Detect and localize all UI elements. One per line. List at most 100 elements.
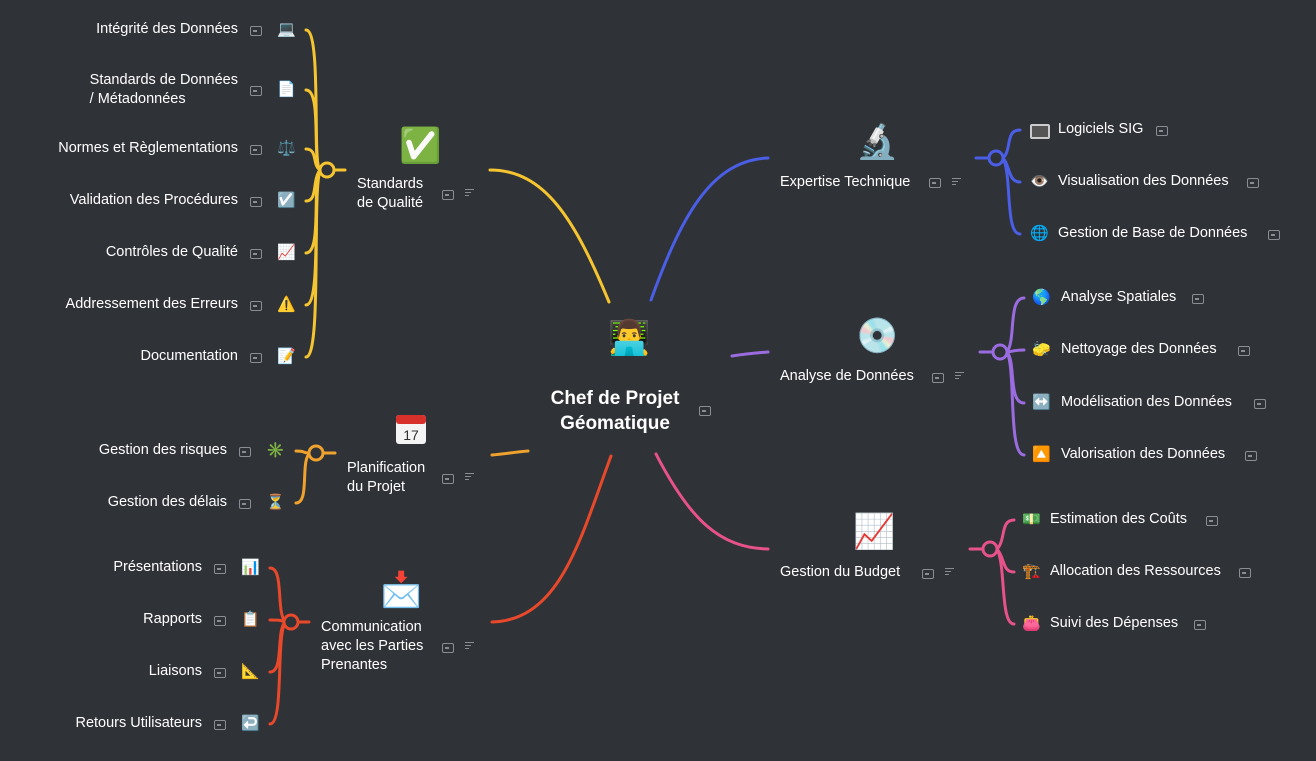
child-integrite[interactable]: Intégrité des Données xyxy=(96,21,238,37)
purse-icon: 👛 xyxy=(1022,615,1041,632)
standards-node[interactable]: Standards de Qualité xyxy=(357,175,423,213)
child-retours[interactable]: Retours Utilisateurs xyxy=(75,715,202,731)
image-icon[interactable] xyxy=(1194,620,1206,630)
image-icon[interactable] xyxy=(1238,346,1250,356)
dollar-icon: 💵 xyxy=(1022,511,1041,528)
image-icon[interactable] xyxy=(922,569,934,579)
child-documentation[interactable]: Documentation xyxy=(140,348,238,364)
compass-icon: 📐 xyxy=(241,663,260,680)
child-rapports[interactable]: Rapports xyxy=(143,611,202,627)
checkbox-icon: ☑️ xyxy=(277,192,296,209)
child-logiciels[interactable]: Logiciels SIG xyxy=(1058,121,1144,137)
communication-label-line3: Prenantes xyxy=(321,657,388,673)
scales-icon: ⚖️ xyxy=(277,140,296,157)
planification-label-line1: Planification xyxy=(347,460,426,476)
communication-junction xyxy=(282,613,300,631)
child-normes[interactable]: Normes et Règlementations xyxy=(58,140,238,156)
microscope-icon: 🔬 xyxy=(856,123,899,161)
notes-icon[interactable] xyxy=(465,473,474,481)
image-icon[interactable] xyxy=(250,197,262,207)
image-icon[interactable] xyxy=(1239,568,1251,578)
image-icon[interactable] xyxy=(932,373,944,383)
child-presentations[interactable]: Présentations xyxy=(113,559,202,575)
image-icon[interactable] xyxy=(250,145,262,155)
image-icon[interactable] xyxy=(250,353,262,363)
image-icon[interactable] xyxy=(699,406,711,416)
image-icon[interactable] xyxy=(1268,230,1280,240)
link-center-expertise xyxy=(649,156,770,302)
image-icon[interactable] xyxy=(1247,178,1259,188)
communication-node[interactable]: Communication avec les Parties Prenantes xyxy=(321,618,423,675)
expertise-node[interactable]: Expertise Technique xyxy=(780,174,911,190)
image-icon[interactable] xyxy=(1156,126,1168,136)
envelope-icon: 📩 xyxy=(380,571,423,609)
chart-increasing-icon: 📈 xyxy=(853,513,896,551)
planification-node[interactable]: Planification du Projet xyxy=(347,459,425,497)
bar-chart-icon: 📊 xyxy=(241,559,260,576)
child-risques[interactable]: Gestion des risques xyxy=(98,442,227,458)
notes-icon[interactable] xyxy=(952,178,961,186)
child-estimation[interactable]: Estimation des Coûts xyxy=(1050,511,1188,527)
image-icon[interactable] xyxy=(929,178,941,188)
man-technologist-icon: 👨‍💻 xyxy=(608,319,651,357)
soap-icon: 🧽 xyxy=(1032,341,1051,358)
child-validation[interactable]: Validation des Procédures xyxy=(69,192,238,208)
left-right-arrow-icon: ↔️ xyxy=(1032,394,1051,411)
child-base-donnees[interactable]: Gestion de Base de Données xyxy=(1058,225,1248,241)
image-icon[interactable] xyxy=(214,616,226,626)
image-icon[interactable] xyxy=(1254,399,1266,409)
image-icon[interactable] xyxy=(214,720,226,730)
eye-icon: 👁️ xyxy=(1030,173,1049,190)
child-allocation[interactable]: Allocation des Ressources xyxy=(1050,563,1221,579)
link-center-standards xyxy=(488,168,611,304)
child-visualisation[interactable]: Visualisation des Données xyxy=(1058,173,1229,189)
central-topic-line2: Géomatique xyxy=(560,413,670,434)
image-icon[interactable] xyxy=(442,474,454,484)
chart-icon: 📈 xyxy=(277,244,296,261)
child-valorisation[interactable]: Valorisation des Données xyxy=(1061,446,1226,462)
link-center-budget xyxy=(654,452,770,551)
child-standards-donnees[interactable]: Standards de Données / Métadonnées xyxy=(90,71,238,109)
child-addressement[interactable]: Addressement des Erreurs xyxy=(65,296,238,312)
image-icon[interactable] xyxy=(1206,516,1218,526)
child-nettoyage[interactable]: Nettoyage des Données xyxy=(1061,341,1217,357)
image-icon[interactable] xyxy=(1192,294,1204,304)
budget-junction xyxy=(981,540,999,558)
child-delais[interactable]: Gestion des délais xyxy=(107,494,227,510)
image-icon[interactable] xyxy=(250,249,262,259)
notes-icon[interactable] xyxy=(945,568,954,576)
clipboard-icon: 📋 xyxy=(241,611,260,628)
memo-icon: 📝 xyxy=(277,348,296,365)
standards-label-line1: Standards xyxy=(357,176,424,192)
child-modelisation[interactable]: Modélisation des Données xyxy=(1061,394,1232,410)
child-suivi[interactable]: Suivi des Dépenses xyxy=(1050,615,1179,631)
child-liaisons[interactable]: Liaisons xyxy=(148,663,202,679)
image-icon[interactable] xyxy=(442,190,454,200)
notes-icon[interactable] xyxy=(955,372,964,380)
link-center-communication xyxy=(490,454,613,624)
image-icon[interactable] xyxy=(214,564,226,574)
image-icon[interactable] xyxy=(250,86,262,96)
image-icon[interactable] xyxy=(250,301,262,311)
image-icon[interactable] xyxy=(214,668,226,678)
warning-icon: ⚠️ xyxy=(277,296,296,313)
central-topic[interactable]: Chef de Projet Géomatique xyxy=(530,386,700,436)
calendar-icon: 17 xyxy=(394,412,430,448)
child-controles[interactable]: Contrôles de Qualité xyxy=(105,244,238,260)
child-standards-donnees-line2: / Métadonnées xyxy=(89,91,186,107)
notes-icon[interactable] xyxy=(465,642,474,650)
hourglass-icon: ⏳ xyxy=(266,494,285,511)
image-icon[interactable] xyxy=(239,499,251,509)
child-analyse-spatiales[interactable]: Analyse Spatiales xyxy=(1061,289,1177,305)
child-standards-donnees-line1: Standards de Données xyxy=(89,72,238,88)
notes-icon[interactable] xyxy=(465,189,474,197)
standards-label-line2: de Qualité xyxy=(357,195,424,211)
computer-icon: 💻 xyxy=(277,21,296,38)
image-icon[interactable] xyxy=(1245,451,1257,461)
image-icon[interactable] xyxy=(442,643,454,653)
image-icon[interactable] xyxy=(239,447,251,457)
document-icon: 📄 xyxy=(277,81,296,98)
budget-node[interactable]: Gestion du Budget xyxy=(780,564,901,580)
image-icon[interactable] xyxy=(250,26,262,36)
analyse-node[interactable]: Analyse de Données xyxy=(780,368,914,384)
